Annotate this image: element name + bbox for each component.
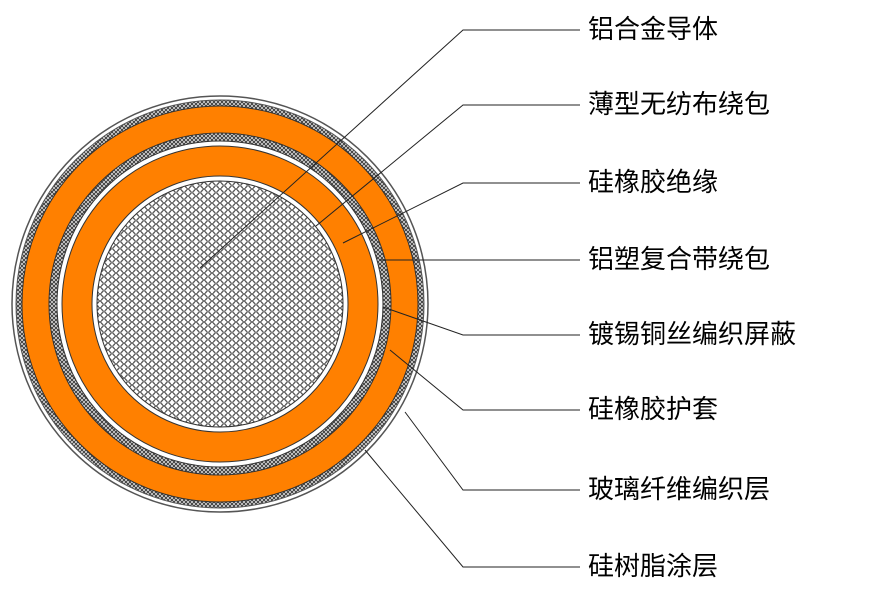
label-silicone-resin-coating: 硅树脂涂层	[588, 552, 719, 582]
label-tinned-copper-braid-shield: 镀锡铜丝编织屏蔽	[588, 320, 797, 350]
leader-line-8	[364, 449, 580, 568]
leader-line-1	[199, 29, 580, 269]
leader-line-3	[342, 182, 580, 244]
label-aluminum-plastic-tape-wrap: 铝塑复合带绕包	[588, 245, 771, 275]
label-nonwoven-fabric-wrap: 薄型无纺布绕包	[588, 90, 771, 120]
label-silicone-rubber-insulation: 硅橡胶绝缘	[588, 168, 719, 198]
leader-line-7	[404, 411, 580, 491]
cable-layers	[11, 95, 429, 513]
leader-line-6	[389, 349, 580, 411]
aluminum-alloy-conductor	[96, 180, 344, 428]
label-silicone-rubber-sheath: 硅橡胶护套	[588, 395, 719, 425]
label-fiberglass-braid-layer: 玻璃纤维编织层	[588, 475, 771, 505]
leader-lines	[199, 29, 580, 568]
leader-line-5	[382, 306, 580, 336]
label-aluminum-alloy-conductor: 铝合金导体	[588, 15, 719, 45]
leader-line-2	[315, 104, 580, 227]
